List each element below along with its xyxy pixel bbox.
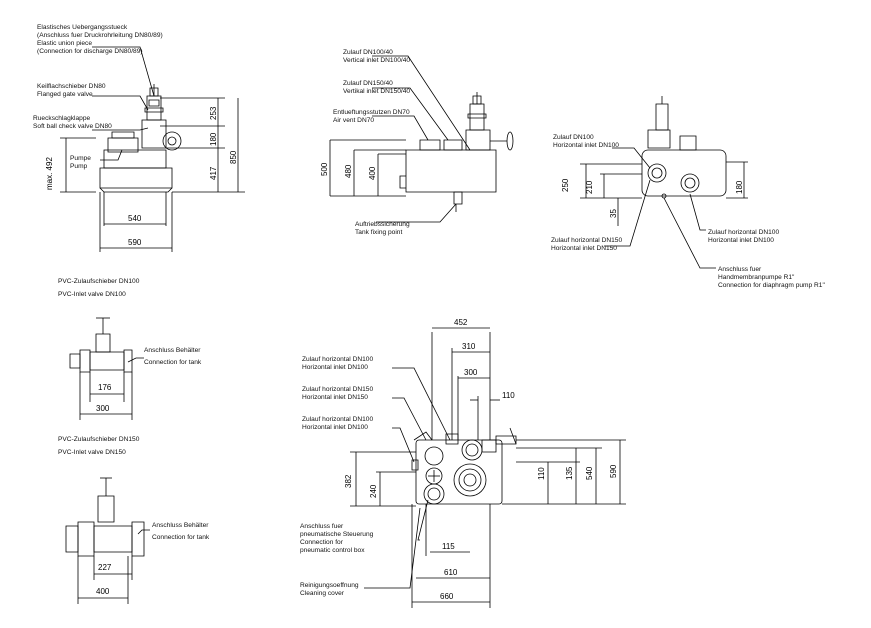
dim-135: 135 xyxy=(565,466,574,480)
dim-max492: max. 492 xyxy=(45,157,54,190)
pvc-valve-dn100 xyxy=(70,318,144,420)
cleaning-cover-label: Reinigungsoeffnung Cleaning cover xyxy=(300,582,359,597)
dim-250: 250 xyxy=(561,178,570,192)
dim-300: 300 xyxy=(96,404,110,413)
top-view xyxy=(350,328,626,608)
right-inlet-100-label: Zulauf horizontal DN100 Horizontal inlet… xyxy=(708,229,780,244)
front-view xyxy=(60,47,245,252)
dim-115: 115 xyxy=(442,542,455,551)
dim-400: 400 xyxy=(368,166,377,180)
dim-610: 610 xyxy=(444,568,458,577)
vertical-inlet-100-label: Zulauf DN100/40 Vertical inlet DN100/40 xyxy=(343,49,411,64)
right-inlet-150-label: Zulauf horizontal DN150 Horizontal inlet… xyxy=(551,237,623,252)
check-valve-label: Rueckschlagklappe Soft ball check valve … xyxy=(33,115,112,130)
dim-540t: 540 xyxy=(585,466,594,480)
dim-480: 480 xyxy=(344,164,353,178)
side-view xyxy=(330,56,513,222)
diaphragm-pump-label: Anschluss fuer Handmembranpumpe R1" Conn… xyxy=(718,266,825,289)
dim-180: 180 xyxy=(209,132,218,146)
tank-connection-150-label: Anschluss Behälter Connection for tank xyxy=(152,522,210,541)
tank-connection-100-label: Anschluss Behälter Connection for tank xyxy=(144,347,202,366)
horizontal-inlet-100-label: Zulauf DN100 Horizontal inlet DN100 xyxy=(553,134,619,149)
gate-valve-label: Keilflachschieber DN80 Flanged gate valv… xyxy=(37,83,106,98)
top-inlet-100b-label: Zulauf horizontal DN100 Horizontal inlet… xyxy=(302,416,374,431)
dim-850: 850 xyxy=(229,150,238,164)
dim-590: 590 xyxy=(128,238,142,247)
dim-240: 240 xyxy=(369,484,378,498)
air-vent-label: Entlueftungsstutzen DN70 Air vent DN70 xyxy=(333,109,410,124)
dim-452: 452 xyxy=(454,318,468,327)
dim-35: 35 xyxy=(609,209,618,218)
pvc-valve-dn150 xyxy=(66,478,150,604)
elastic-union-label: Elastisches Uebergangsstueck (Anschluss … xyxy=(37,24,163,55)
dim-300t: 300 xyxy=(464,368,478,377)
dim-110b: 110 xyxy=(537,467,546,480)
pneumatic-control-label: Anschluss fuer pneumatische Steuerung Co… xyxy=(300,523,374,554)
top-inlet-150-label: Zulauf horizontal DN150 Horizontal inlet… xyxy=(302,386,374,401)
pvc-valve-100-title: PVC-Zulaufschieber DN100 PVC-Inlet valve… xyxy=(58,278,140,298)
dim-310: 310 xyxy=(462,342,476,351)
dim-417: 417 xyxy=(209,166,218,180)
dim-590t: 590 xyxy=(609,464,618,478)
dim-660: 660 xyxy=(440,592,454,601)
dim-400b: 400 xyxy=(96,587,110,596)
dim-227: 227 xyxy=(98,563,112,572)
dim-176: 176 xyxy=(98,383,112,392)
vertical-inlet-150-label: Zulauf DN150/40 Vertikal inlet DN150/40 xyxy=(343,80,411,95)
dim-382: 382 xyxy=(344,474,353,488)
dim-253: 253 xyxy=(209,106,218,120)
pvc-valve-150-title: PVC-Zulaufschieber DN150 PVC-Inlet valve… xyxy=(58,436,140,456)
dim-540: 540 xyxy=(128,214,142,223)
top-inlet-100-label: Zulauf horizontal DN100 Horizontal inlet… xyxy=(302,356,374,371)
tank-fixing-label: Auftriebssicherung Tank fixing point xyxy=(355,221,410,236)
pump-label: Pumpe Pump xyxy=(70,155,91,170)
dim-500: 500 xyxy=(320,162,329,176)
dim-180r: 180 xyxy=(735,180,744,194)
dim-110a: 110 xyxy=(502,391,515,400)
dim-210: 210 xyxy=(585,180,594,194)
right-view xyxy=(580,96,748,268)
